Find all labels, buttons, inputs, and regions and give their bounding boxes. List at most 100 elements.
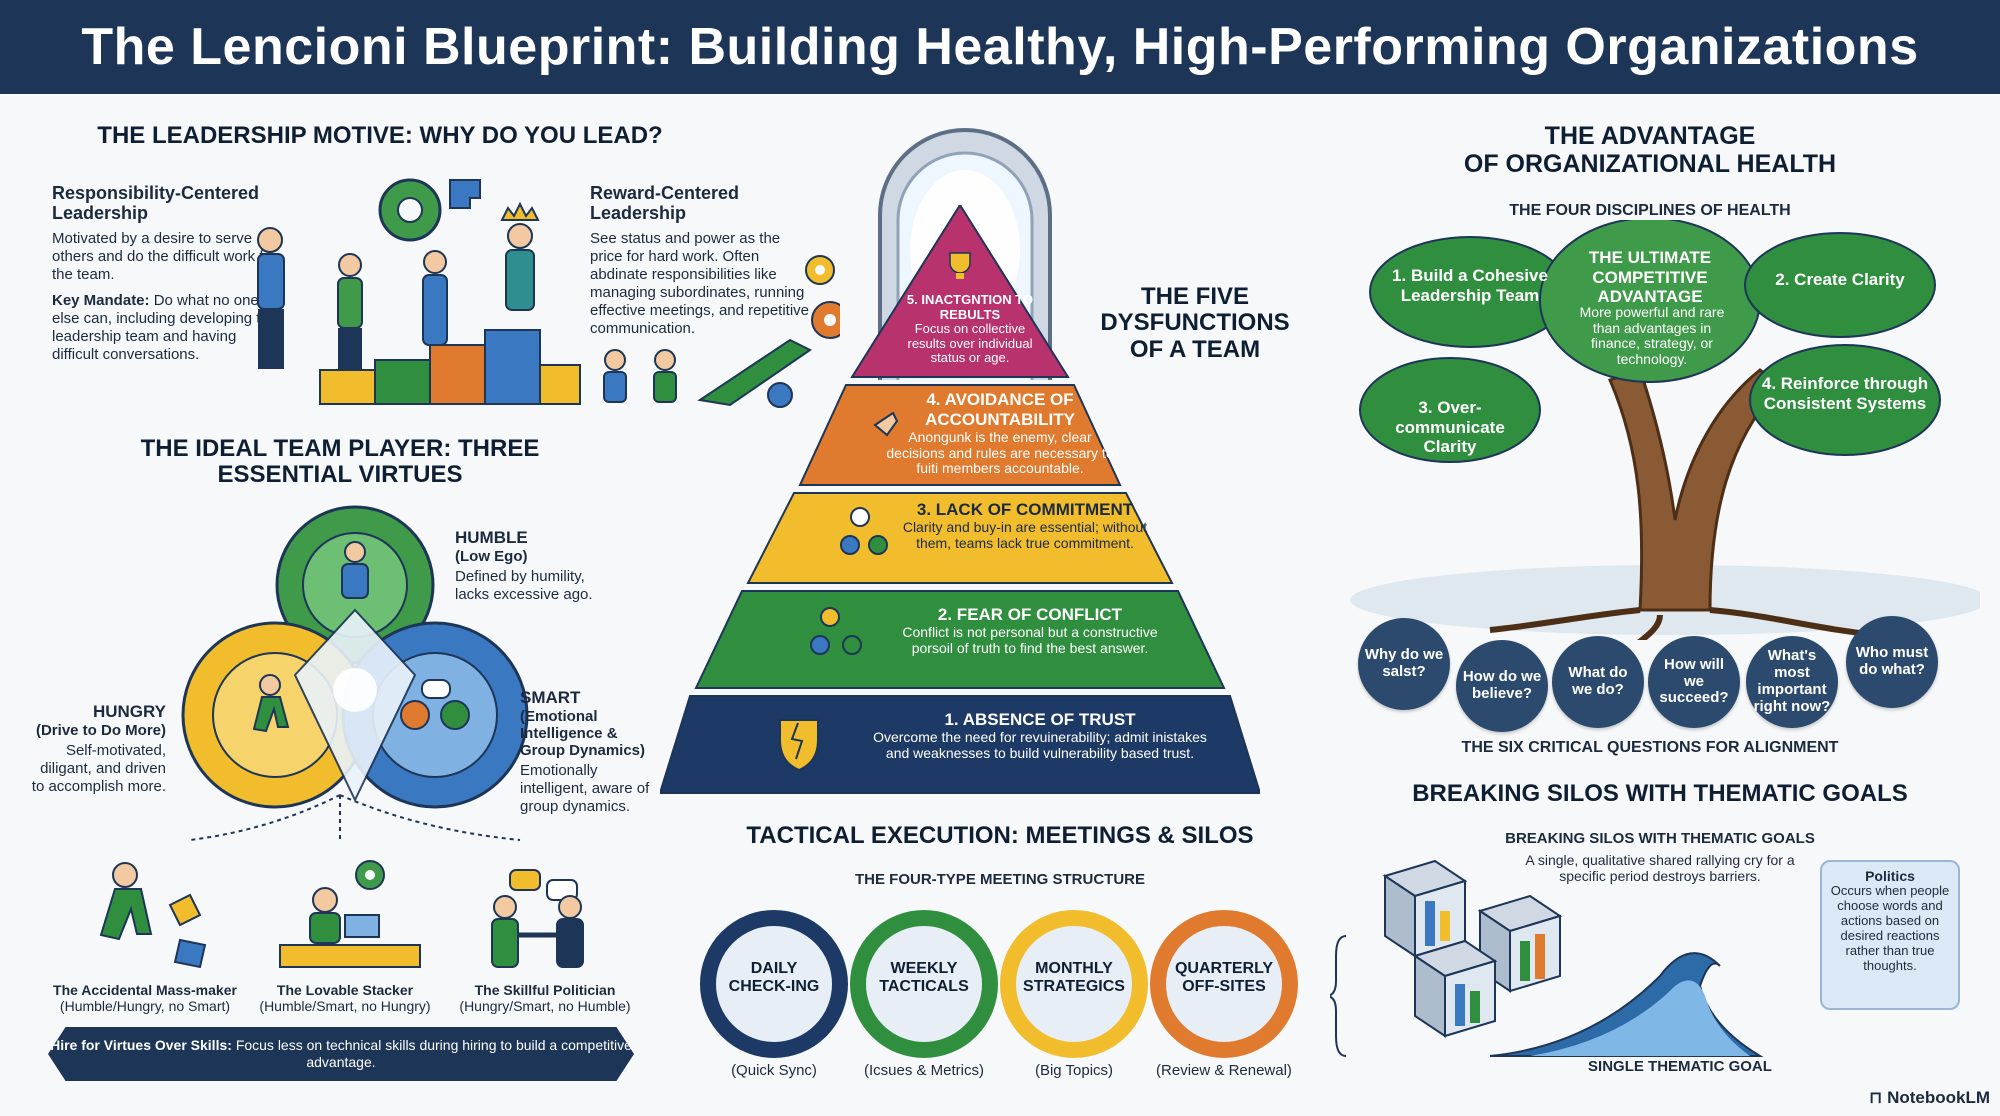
gear-icon [805, 255, 835, 285]
dysfunctions-pyramid [660, 205, 1260, 794]
lovable-slacker-illustration [279, 860, 421, 968]
meeting-sub: (Quick Sync) [731, 1062, 817, 1079]
mandate-label: Key Mandate: [52, 291, 150, 309]
notebooklm-icon: ⊓ [1868, 1088, 1883, 1107]
disc1-label: 1. Build a Cohesive Leadership Team [1392, 266, 1548, 305]
lightbulb-people-icon [810, 607, 862, 655]
tactical-subheading: THE FOUR-TYPE MEETING STRUCTURE [854, 871, 1145, 888]
block-blue [484, 329, 541, 405]
block-orange [429, 344, 486, 405]
health-heading-line1: THE ADVANTAGE [1544, 122, 1756, 150]
health-heading: THE ADVANTAGE OF ORGANIZATIONAL HEALTH [1420, 122, 1880, 178]
leadership-heading: THE LEADERSHIP MOTIVE: WHY DO YOU LEAD? [97, 122, 663, 149]
person-figure [257, 227, 285, 369]
hungry-block: HUNGRY (Drive to Do More) Self-motivated… [26, 702, 166, 796]
meeting-label: WEEKLY TACTICALS [879, 960, 969, 995]
hungry-title: HUNGRY [92, 702, 166, 721]
tier-title: 1. ABSENCE OF TRUST [944, 710, 1136, 729]
mess-maker-illustration [99, 862, 207, 969]
laptop-icon [344, 914, 380, 938]
tier-title: 2. FEAR OF CONFLICT [937, 605, 1123, 624]
silos-text: A single, qualitative shared rallying cr… [1525, 852, 1795, 885]
gear-icon [811, 301, 840, 339]
tree-trunk [1607, 368, 1783, 612]
questions-caption: THE SIX CRITICAL QUESTIONS FOR ALIGNMENT [1461, 739, 1839, 756]
reward-illustration [603, 255, 840, 408]
politics-title: Politics [1865, 868, 1915, 884]
meeting-ring-daily [700, 910, 848, 1058]
humble-block: HUMBLE (Low Ego) Defined by humility, la… [455, 528, 655, 604]
tier-5-label: 5. INACTGNTION TO REBULTS Focus on colle… [895, 292, 1045, 366]
leadership-illustration [257, 178, 581, 405]
type-desc: (Humble/Hungry, no Smart) [59, 998, 231, 1014]
block-yellow [319, 369, 376, 405]
center-title: THE ULTIMATE COMPETITIVE ADVANTAGE [1588, 248, 1712, 307]
silo-cube [1382, 859, 1468, 958]
responsibility-title: Responsibility-Centered Leadership [52, 183, 260, 223]
meeting-label: DAILY CHECK-ING [728, 960, 820, 995]
reward-block: Reward-Centered Leadership See status an… [590, 183, 810, 338]
responsibility-body: Motivated by a desire to serve others an… [52, 229, 277, 283]
question-circle: How will we succeed? [1648, 636, 1740, 728]
silos-heading: BREAKING SILOS WITH THEMATIC GOALS [1412, 780, 1908, 807]
disc3-label: 3. Over-communicate Clarity [1395, 398, 1505, 457]
hire-banner: Hire for Virtues Over Skills: Focus less… [48, 1027, 634, 1081]
gear-icon [355, 860, 385, 890]
tier-text: Anongunk is the enemy, clear decisions a… [886, 429, 1114, 477]
type-item: The Accidental Mass-maker (Humble/Hungry… [40, 982, 250, 1014]
block-green [374, 359, 431, 405]
tier-text: Focus on collective results over individ… [907, 321, 1033, 366]
tier-title: 4. AVOIDANCE OF ACCOUNTABILITY [925, 390, 1075, 429]
gear-icon [767, 382, 793, 408]
meeting-ring-weekly [850, 910, 998, 1058]
type-name: The Skillful Politician [474, 982, 616, 998]
meeting-ring-quarterly [1150, 910, 1298, 1058]
type-item: The Lovable Stacker (Humble/Smart, no Hu… [245, 982, 445, 1014]
question-circle: Why do we salst? [1358, 618, 1450, 710]
gear-icon [378, 178, 442, 242]
banner-label: Hire for Virtues Over Skills: [50, 1037, 232, 1054]
person-figure-2 [653, 349, 677, 403]
humble-sub: (Low Ego) [455, 548, 528, 565]
talking-heads-icon [400, 679, 470, 730]
reward-body: See status and power as the price for ha… [590, 229, 810, 337]
cloud-disc2 [1744, 232, 1936, 338]
type-item: The Skillful Politician (Hungry/Smart, n… [445, 982, 645, 1014]
meeting-label: MONTHLY STRATEGICS [1023, 960, 1125, 995]
person-figure-2 [337, 253, 363, 370]
cloud-disc3 [1359, 357, 1541, 463]
politics-text: Occurs when people choose words and acti… [1830, 883, 1950, 973]
hungry-sub: (Drive to Do More) [35, 722, 166, 739]
politics-bubble: Politics Occurs when people choose words… [1820, 860, 1960, 1010]
team-player-heading: THE IDEAL TEAM PLAYER: THREE ESSENTIAL V… [140, 435, 540, 489]
tier-title: 5. INACTGNTION TO REBULTS [906, 292, 1034, 322]
reaching-arm [697, 338, 812, 407]
speech-bubble-icon [509, 869, 541, 891]
glow-center [333, 668, 377, 712]
hungry-body: Self-motivated, diligant, and driven to … [31, 742, 166, 795]
smart-sub: (Emotional Intelligence & Group Dynamics… [520, 708, 646, 759]
person-figure-3 [422, 250, 448, 346]
type-name: The Accidental Mass-maker [53, 982, 237, 998]
silos-illustration [1330, 859, 1764, 1057]
meeting-label: QUARTERLY OFF-SITES [1174, 960, 1274, 995]
responsibility-block: Responsibility-Centered Leadership Motiv… [52, 183, 282, 364]
meeting-sub: (Review & Renewal) [1156, 1062, 1292, 1079]
reward-title: Reward-Centered Leadership [590, 183, 740, 223]
tier-text: Overcome the need for revuinerability; a… [873, 729, 1207, 761]
brand-name: NotebookLM [1887, 1088, 1990, 1107]
bracket [1330, 935, 1347, 1057]
meeting-ring-monthly [1000, 910, 1148, 1058]
broken-shield-icon [779, 719, 819, 772]
meditating-person-icon [341, 541, 369, 599]
tier-4-label: 4. AVOIDANCE OF ACCOUNTABILITY Anongunk … [880, 390, 1120, 477]
block-yellow-2 [539, 364, 581, 405]
wave-foam [1530, 980, 1750, 1056]
humble-title: HUMBLE [455, 528, 528, 547]
type-desc: (Humble/Smart, no Hungry) [259, 998, 431, 1014]
running-person-icon [252, 674, 290, 733]
tier-title: 3. LACK OF COMMITMENT [916, 500, 1134, 519]
health-tree [1350, 220, 1980, 640]
smart-title: SMART [520, 688, 581, 707]
tier-1-label: 1. ABSENCE OF TRUST Overcome the need fo… [860, 710, 1220, 761]
